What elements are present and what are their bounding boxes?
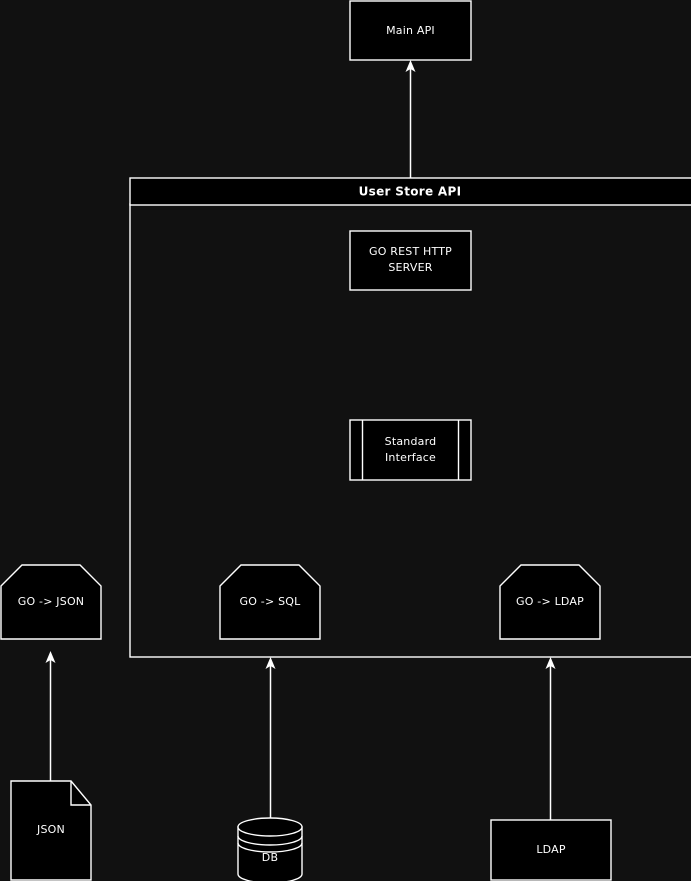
node-json-file[interactable]: JSON xyxy=(10,780,92,881)
main-api-label: Main API xyxy=(386,24,435,37)
node-go-json[interactable]: GO -> JSON xyxy=(0,564,102,640)
go-rest-http-server-label-line2: SERVER xyxy=(388,261,432,274)
standard-interface-label-line1: Standard xyxy=(385,435,437,448)
edge-userstore-to-mainapi xyxy=(405,60,416,180)
edge-json-to-gojson xyxy=(45,651,56,782)
edge-db-to-gosql xyxy=(265,657,276,818)
edge-ldap-to-goldap xyxy=(545,657,556,820)
node-go-rest-http-server[interactable]: GO REST HTTP SERVER xyxy=(349,230,472,291)
node-main-api[interactable]: Main API xyxy=(349,0,472,61)
node-go-sql[interactable]: GO -> SQL xyxy=(219,564,321,640)
standard-interface-label-line2: Interface xyxy=(385,451,436,464)
node-go-ldap[interactable]: GO -> LDAP xyxy=(499,564,601,640)
node-db[interactable]: DB xyxy=(237,817,303,881)
go-rest-http-server-label-line1: GO REST HTTP xyxy=(369,245,452,258)
json-file-label: JSON xyxy=(36,823,65,836)
user-store-api-label: User Store API xyxy=(359,185,462,199)
go-ldap-label: GO -> LDAP xyxy=(516,595,584,608)
ldap-label: LDAP xyxy=(536,843,566,856)
node-standard-interface[interactable]: Standard Interface xyxy=(349,419,472,481)
node-ldap[interactable]: LDAP xyxy=(490,819,612,881)
go-sql-label: GO -> SQL xyxy=(240,595,302,608)
go-json-label: GO -> JSON xyxy=(18,595,84,608)
db-label: DB xyxy=(262,851,278,864)
